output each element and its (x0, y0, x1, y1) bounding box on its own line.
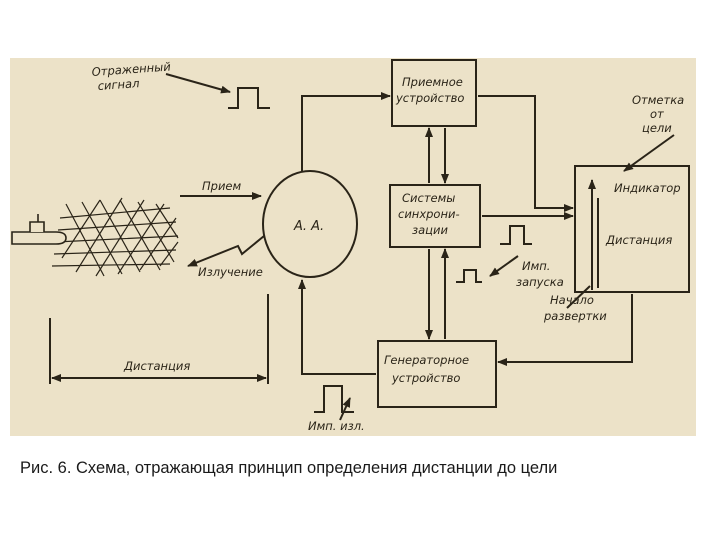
sync-label-3: зации (412, 223, 448, 237)
figure-caption: Рис. 6. Схема, отражающая принцип опреде… (20, 459, 558, 477)
generator-to-antenna-line (298, 279, 376, 375)
distance-bottom-label: Дистанция (123, 359, 190, 373)
aa-label: А. А. (293, 219, 324, 234)
receiver-block (391, 59, 477, 127)
start-pulse-label-2: запуска (516, 275, 564, 289)
emit-pulse-pointer (339, 397, 351, 421)
reflected-label-2: сигнал (97, 76, 140, 93)
target-mark-pointer (623, 134, 675, 172)
receiver-to-indicator-line (478, 95, 574, 212)
start-pulse-label-1: Имп. (522, 259, 550, 273)
indicator-label: Индикатор (614, 181, 681, 195)
sync-label-2: синхрони- (398, 207, 460, 221)
generator-block (377, 340, 497, 408)
reflected-label-1: Отраженный (91, 59, 171, 79)
start-pulse-2 (456, 269, 482, 283)
sweep-label-2: развертки (543, 309, 607, 323)
antenna-circle (262, 170, 358, 278)
antenna-to-receiver-line (301, 92, 391, 171)
emit-pulse-label: Имп. изл. (308, 419, 365, 433)
radar-block-diagram: Отраженный сигнал Прием Излучение Дистан… (10, 58, 696, 436)
generator-label-1: Генераторное (384, 353, 469, 367)
reflected-pointer (165, 73, 231, 94)
start-pulse-pointer (489, 255, 519, 277)
target-mark-label-3: цели (642, 121, 672, 135)
target-mark-label-1: Отметка (632, 93, 684, 107)
generator-label-2: устройство (391, 371, 460, 385)
receiver-label-2: устройство (395, 91, 464, 105)
emission-arrow (187, 235, 265, 267)
sweep-label-1: Начало (550, 293, 594, 307)
reflected-pulse (228, 87, 270, 109)
target-mark-label-2: от (650, 107, 664, 121)
sweep-start-pointer (566, 285, 591, 309)
receiver-label-1: Приемное (402, 75, 463, 89)
sync-block (389, 184, 481, 248)
sync-label-1: Системы (402, 191, 455, 205)
emission-label: Излучение (198, 265, 263, 279)
target-net (51, 197, 179, 277)
start-pulse (500, 225, 532, 245)
submarine-icon (11, 214, 67, 245)
receive-label: Прием (202, 179, 241, 193)
indicator-to-generator-line (497, 294, 633, 366)
indicator-distance-label: Дистанция (605, 233, 672, 247)
